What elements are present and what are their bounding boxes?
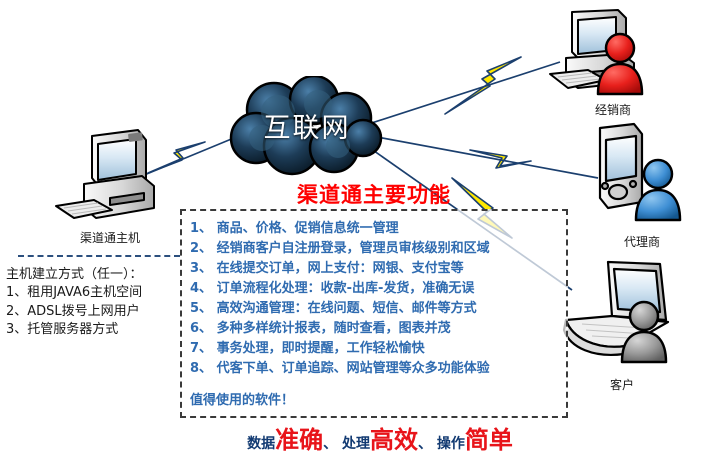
slogan-part: 、 xyxy=(418,436,437,452)
features-panel: 1、 商品、价格、促销信息统一管理 2、 经销商客户自注册登录，管理员审核级别和… xyxy=(180,209,568,418)
feature-item: 1、 商品、价格、促销信息统一管理 xyxy=(190,221,399,236)
laptop-icon xyxy=(562,260,670,364)
person-icon xyxy=(596,32,644,96)
host-info-divider xyxy=(18,255,180,257)
person-icon xyxy=(634,158,682,222)
slogan-part: 操作 xyxy=(436,436,465,452)
agent-label: 代理商 xyxy=(623,235,660,249)
feature-item: 2、 经销商客户自注册登录，管理员审核级别和区域 xyxy=(190,241,490,257)
slogan: 数据准确、 处理高效、 操作简单 xyxy=(180,420,580,454)
link-cloud-dealer xyxy=(349,56,561,131)
host-label: 渠道通主机 xyxy=(79,231,140,245)
slogan-part: 准确 xyxy=(275,426,324,454)
host-computer-node: 渠道通主机 xyxy=(50,128,170,246)
link-cloud-agent xyxy=(349,131,599,179)
host-info-item: 2、ADSL拨号上网用户 xyxy=(6,303,140,319)
host-info-item: 3、托管服务器方式 xyxy=(6,322,119,338)
slogan-part: 高效 xyxy=(370,426,418,454)
feature-item: 6、 多种多样统计报表，随时查看，图表并茂 xyxy=(190,321,451,337)
person-icon xyxy=(620,300,668,364)
cloud-label: 互联网 xyxy=(263,113,351,144)
slogan-part: 简单 xyxy=(464,426,513,454)
feature-item: 5、 高效沟通管理：在线问题、短信、邮件等方式 xyxy=(190,301,477,317)
host-info-item: 1、租用JAVA6主机空间 xyxy=(6,285,143,301)
feature-item: 4、 订单流程化处理：收款-出库-发货，准确无误 xyxy=(190,281,475,297)
features-footnote: 值得使用的软件！ xyxy=(190,393,295,409)
features-title: 渠道通主要功能 xyxy=(297,183,451,207)
customer-label: 客户 xyxy=(609,378,634,392)
host-info-heading: 主机建立方式（任一）： xyxy=(6,267,143,282)
host-setup-info: 主机建立方式（任一）： 1、租用JAVA6主机空间 2、ADSL拨号上网用户 3… xyxy=(6,255,186,340)
slogan-part: 数据 xyxy=(247,436,276,452)
cloud-icon xyxy=(229,74,383,176)
customer-node: 客户 xyxy=(552,258,692,393)
dealer-node: 经销商 xyxy=(548,8,678,118)
features-list: 1、 商品、价格、促销信息统一管理 2、 经销商客户自注册登录，管理员审核级别和… xyxy=(182,211,566,379)
feature-item: 3、 在线提交订单，网上支付：网银、支付宝等 xyxy=(190,261,464,277)
pda-mobile-icon xyxy=(598,122,682,222)
dealer-label: 经销商 xyxy=(594,103,631,117)
desktop-computer-icon xyxy=(55,129,155,219)
feature-item: 7、 事务处理，即时提醒，工作轻松愉快 xyxy=(190,341,425,357)
internet-cloud: 互联网 xyxy=(222,74,392,181)
feature-item: 8、 代客下单、订单追踪、网站管理等众多功能体验 xyxy=(190,361,490,377)
slogan-part: 、 xyxy=(323,436,342,452)
slogan-part: 处理 xyxy=(342,436,370,452)
agent-node: 代理商 xyxy=(588,122,696,250)
desktop-computer-icon xyxy=(549,9,644,96)
